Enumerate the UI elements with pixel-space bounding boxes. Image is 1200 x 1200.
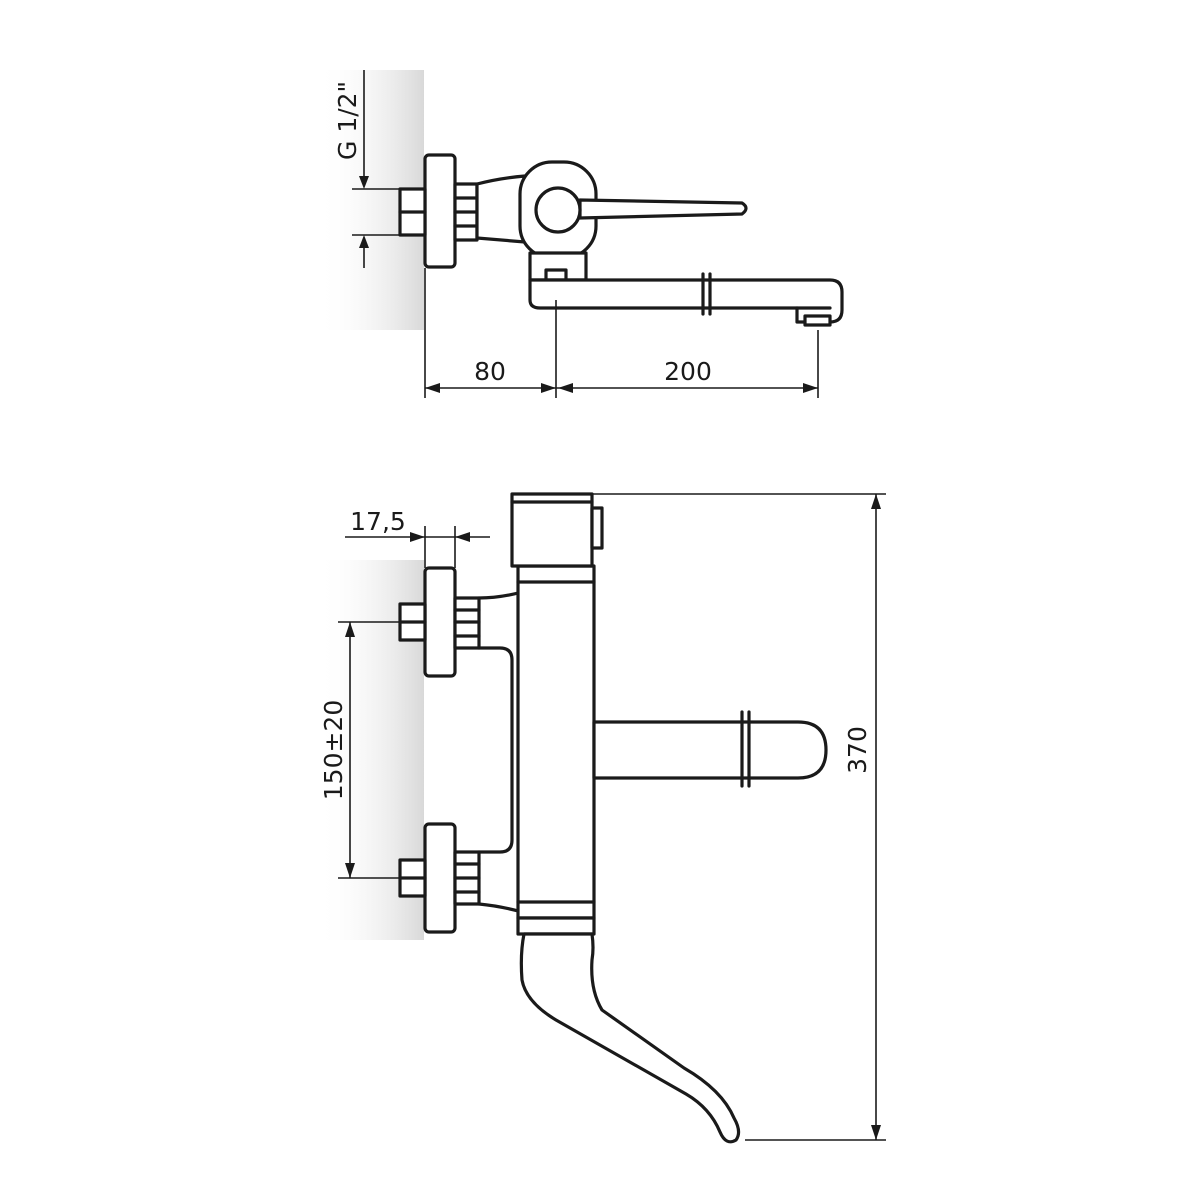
main-body [516, 564, 596, 920]
wall-flange-top [423, 153, 457, 269]
front-view: 17,5 150±20 370 [318, 492, 886, 1144]
upper-flange [423, 566, 457, 678]
top-cap [510, 492, 594, 568]
dim-200: 200 [664, 357, 712, 386]
lower-flange [423, 822, 457, 934]
dim-17-5: 17,5 [350, 507, 406, 536]
connector-body-top [475, 174, 527, 244]
bottom-collar [516, 916, 596, 936]
knob-circle-top [534, 186, 582, 234]
thread-label: G 1/2" [333, 81, 362, 160]
dim-80: 80 [474, 357, 506, 386]
connecting-pipe [477, 590, 524, 914]
spout-front [592, 720, 828, 780]
dim-150-20: 150±20 [319, 700, 348, 800]
dim-370: 370 [843, 726, 872, 774]
lever-front [519, 932, 741, 1144]
spout-top [528, 278, 844, 324]
top-view: G 1/2" 80 200 [318, 70, 844, 398]
lever-handle-top [578, 198, 748, 220]
